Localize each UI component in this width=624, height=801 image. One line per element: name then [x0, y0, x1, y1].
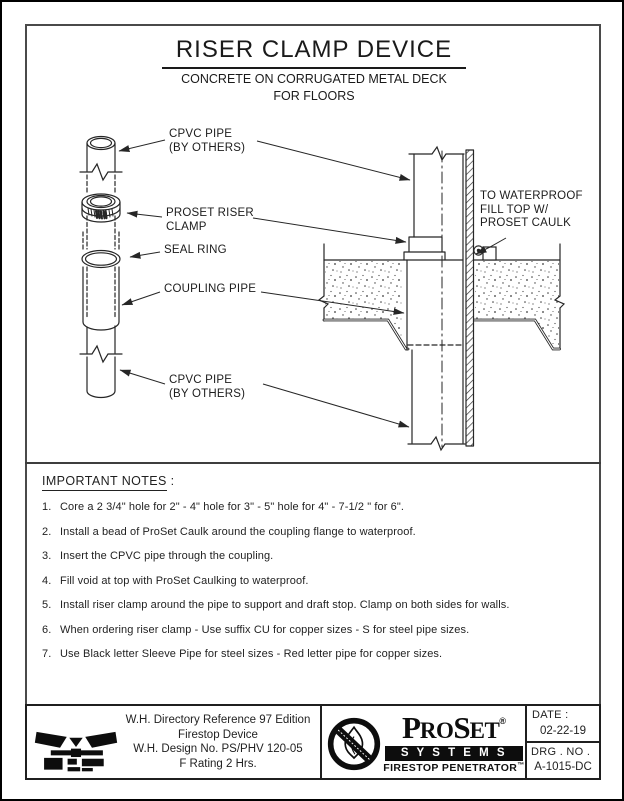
label-coupling-pipe: COUPLING PIPE: [164, 283, 257, 295]
title-block: RISER CLAMP DEVICE CONCRETE ON CORRUGATE…: [26, 36, 602, 103]
label-cpvc-pipe-bottom: CPVC PIPE (BY OTHERS): [169, 374, 246, 400]
wh-directory-reference: W.H. Directory Reference 97 Edition Fire…: [120, 713, 316, 771]
notes-heading-text: IMPORTANT NOTES: [42, 474, 167, 491]
notes-heading: IMPORTANT NOTES :: [42, 474, 587, 491]
date-label: DATE :: [532, 709, 569, 721]
label-waterproof-note: TO WATERPROOF FILL TOP W/ PROSET CAULK: [480, 190, 583, 229]
registered-mark: ®: [499, 716, 506, 726]
page-subtitle-line1: CONCRETE ON CORRUGATED METAL DECK: [181, 72, 447, 86]
note-item: 5.Install riser clamp around the pipe to…: [42, 599, 510, 611]
note-item: 3.Insert the CPVC pipe through the coupl…: [42, 550, 274, 562]
trademark-mark: ™: [517, 762, 525, 769]
proset-tagline: FIRESTOP PENETRATOR™: [383, 762, 525, 774]
proset-no-flame-icon: [327, 717, 381, 771]
important-notes-section: IMPORTANT NOTES : 1.Core a 2 3/4" hole f…: [42, 474, 587, 673]
drg-no-value: A-1015-DC: [534, 761, 592, 773]
notes-heading-colon: :: [166, 474, 175, 488]
note-item: 6.When ordering riser clamp - Use suffix…: [42, 623, 470, 636]
proset-wordmark: PROSET®: [401, 710, 506, 745]
date-value: 02-22-19: [539, 725, 587, 737]
wh-logo: [34, 731, 118, 772]
label-cpvc-pipe-top: CPVC PIPE (BY OTHERS): [169, 128, 246, 154]
proset-systems-bar: S Y S T E M S: [385, 746, 523, 761]
note-item: 7.Use Black letter Sleeve Pipe for steel…: [42, 648, 443, 660]
wh-line: Firestop Device: [178, 728, 258, 741]
drg-no-label: DRG . NO .: [531, 746, 591, 758]
note-item: 4.Fill void at top with ProSet Caulking …: [42, 574, 309, 587]
drawing-notes-divider: [25, 462, 601, 464]
note-item: 2.Install a bead of ProSet Caulk around …: [42, 525, 416, 538]
label-seal-ring: SEAL RING: [164, 244, 227, 256]
wh-line: W.H. Design No. PS/PHV 120-05: [133, 743, 303, 756]
footer-divider-date-drg: [525, 741, 601, 743]
page-title: RISER CLAMP DEVICE: [161, 36, 467, 69]
label-proset-riser-clamp: PROSET RISER CLAMP: [166, 207, 254, 233]
note-item: 1.Core a 2 3/4" hole for 2" - 4" hole fo…: [42, 501, 405, 513]
wh-line: F Rating 2 Hrs.: [179, 757, 257, 770]
wh-line: W.H. Directory Reference 97 Edition: [125, 714, 311, 726]
page-subtitle-line2: FOR FLOORS: [273, 89, 355, 103]
footer-divider-1: [320, 704, 322, 780]
